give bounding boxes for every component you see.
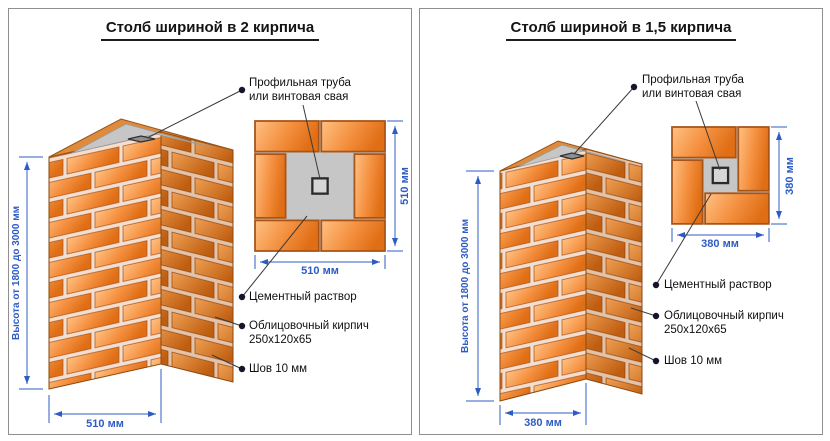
leader-lines [573,86,721,362]
section-side-dimension-label: 380 мм [784,157,796,195]
panel-title: Столб шириной в 2 кирпича [9,19,411,41]
callout-pipe: Профильная труба или винтовая свая [642,74,744,100]
brick-pillar-3d [499,140,643,402]
callout-cement: Цементный раствор [664,279,772,291]
panel-1-5-bricks: Столб шириной в 1,5 кирпича Профильная т… [419,8,823,435]
panel-2-bricks-graphics [19,86,403,423]
section-bottom-dimension-label: 510 мм [301,265,339,277]
callout-brick: Облицовочный кирпич 250x120x65 [664,310,784,336]
panel-1-5-bricks-graphics [466,83,787,425]
pipe-top [559,152,585,160]
dimension-lines [466,126,787,425]
callout-joint: Шов 10 мм [664,355,723,367]
callout-pipe: Профильная труба или винтовая свая [249,77,351,103]
callout-bullets [238,86,246,373]
dimension-lines [19,120,403,423]
brick-pillar-3d [48,118,234,390]
width-dimension-label: 510 мм [86,418,124,430]
cement-plate-top [71,123,211,154]
section-side-dimension-label: 510 мм [399,167,411,205]
cross-section-2-bricks [254,120,386,252]
height-dimension-label: Высота от 1800 до 3000 мм [460,218,471,354]
cross-section-1-5-bricks [671,126,770,225]
callout-brick: Облицовочный кирпич 250x120x65 [249,320,369,346]
section-bottom-dimension-label: 380 мм [701,238,739,250]
leader-lines [146,89,321,370]
panel-2-bricks: Столб шириной в 2 кирпича Профильная тру… [8,8,412,435]
height-dimension-label: Высота от 1800 до 3000 мм [11,205,22,341]
width-dimension-label: 380 мм [524,417,562,429]
callout-joint: Шов 10 мм [249,363,308,375]
panel-title: Столб шириной в 1,5 кирпича [420,19,822,41]
pipe-top [127,135,156,143]
pipe-section [311,177,329,195]
pipe-section [711,166,730,185]
callout-bullets [630,83,660,365]
callout-cement: Цементный раствор [249,291,357,303]
